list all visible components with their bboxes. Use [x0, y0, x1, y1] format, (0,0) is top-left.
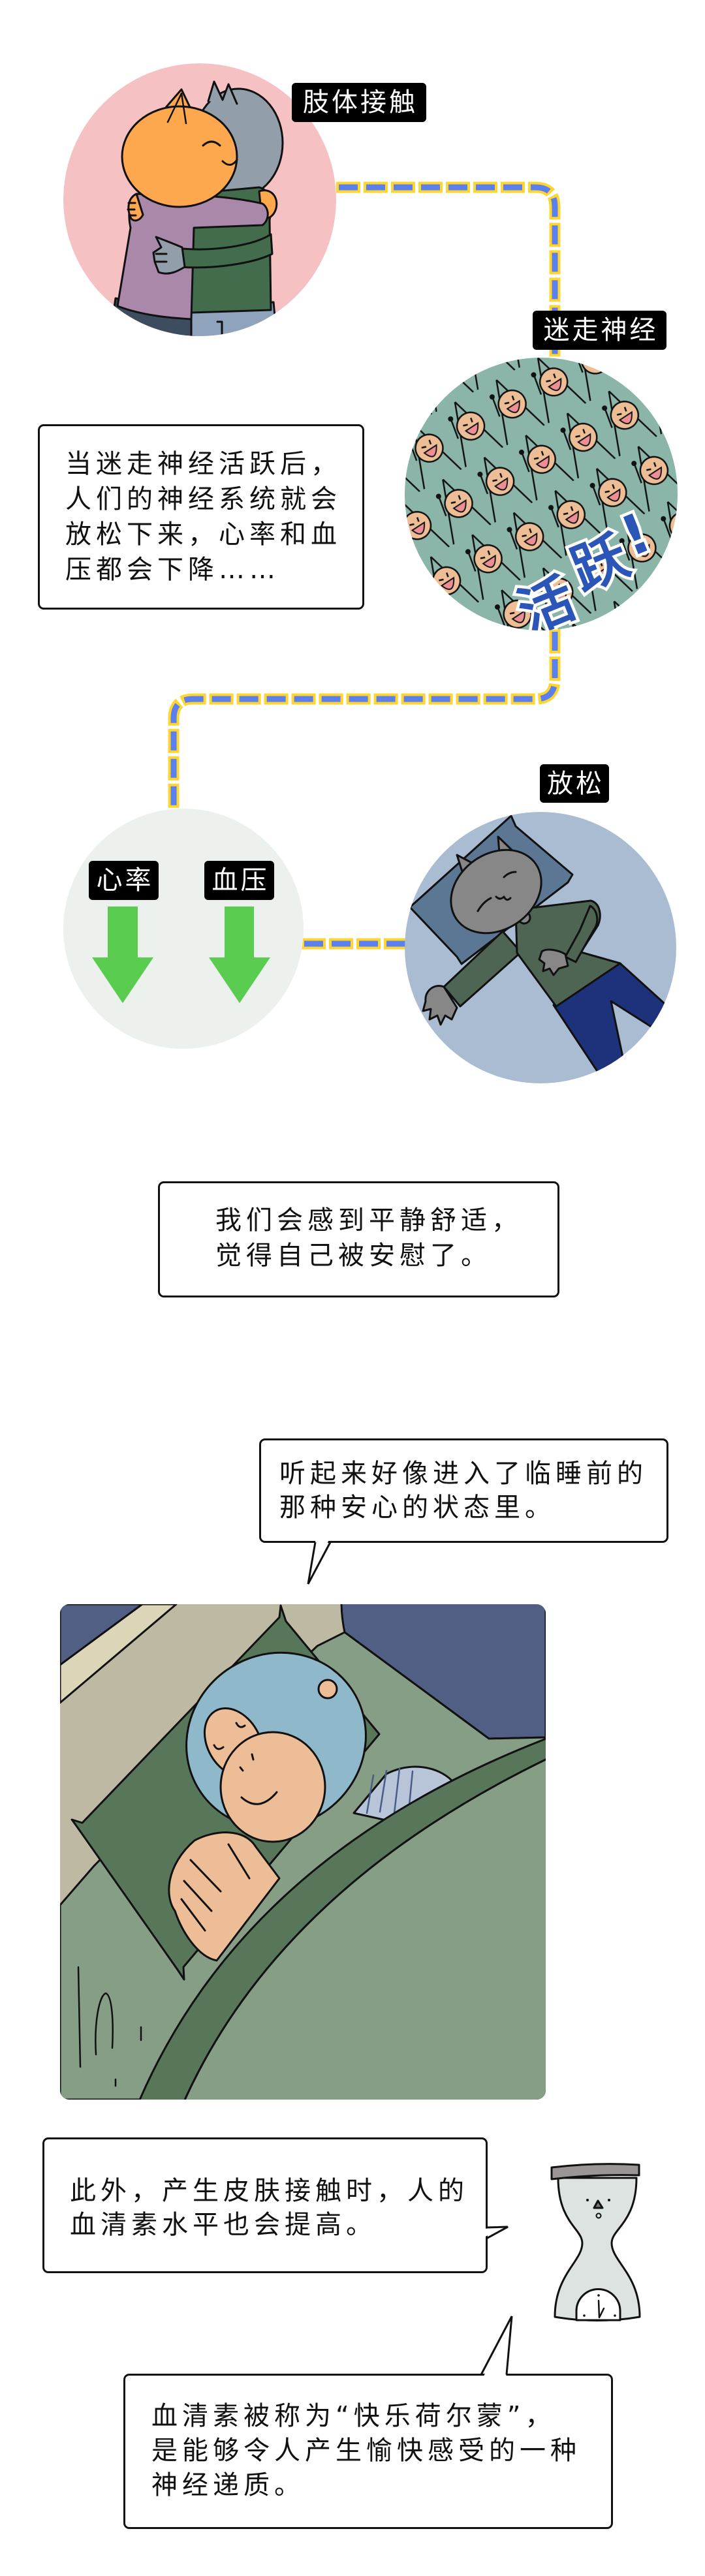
vitals-circle — [63, 809, 304, 1049]
green-arm-hug — [152, 233, 274, 275]
bubble-text: 听起来好像进入了临睡前的 那种安心的状态里。 — [279, 1457, 648, 1525]
caption-text: 当迷走神经活跃后， 人们的神经系统就会 放松下来，心率和血 压都会下降…… — [65, 446, 341, 587]
caption-line: 当迷走神经活跃后， — [65, 449, 341, 479]
bubble-line: 那种安心的状态里。 — [279, 1493, 556, 1523]
caption-comforted: 我们会感到平静舒适， 觉得自己被安慰了。 — [158, 1181, 559, 1297]
caption-line: 放松下来，心率和血 — [65, 520, 341, 550]
label-vagus-nerve: 迷走神经 — [533, 311, 666, 350]
orange-cat-head — [121, 88, 238, 208]
speech-bubble-tail — [307, 1538, 332, 1585]
connector-contact-to-vagus — [336, 181, 561, 359]
bubble-line: 血清素被称为“快乐荷尔蒙”， — [151, 2401, 556, 2431]
bubble-text: 此外，产生皮肤接触时，人的 血清素水平也会提高。 — [70, 2174, 469, 2242]
label-skin-contact: 肢体接触 — [292, 83, 426, 122]
caption-vagus-effect: 当迷走神经活跃后， 人们的神经系统就会 放松下来，心率和血 压都会下降…… — [38, 424, 364, 610]
lying-cat-body — [422, 899, 670, 1076]
caption-text: 我们会感到平静舒适， 觉得自己被安慰了。 — [215, 1203, 522, 1273]
arrow-down-icon — [92, 907, 153, 1003]
bubble-text: 血清素被称为“快乐荷尔蒙”， 是能够令人产生愉快感受的一种 神经递质。 — [151, 2399, 581, 2503]
lying-cat-head — [450, 835, 542, 935]
label-relax: 放松 — [540, 764, 609, 803]
label-blood-pressure: 血压 — [204, 861, 274, 900]
speech-bubble-serotonin-rise: 此外，产生皮肤接触时，人的 血清素水平也会提高。 — [42, 2137, 488, 2273]
label-heart-rate: 心率 — [89, 861, 159, 900]
arrow-down-icon — [209, 907, 270, 1003]
relax-illustration — [405, 812, 676, 1083]
sleeping-monkey — [168, 1651, 453, 1962]
bubble-line: 此外，产生皮肤接触时，人的 — [70, 2176, 469, 2206]
cheering-faces-pattern — [405, 358, 678, 630]
bubble-line: 血清素水平也会提高。 — [70, 2210, 377, 2240]
caption-line: 觉得自己被安慰了。 — [215, 1241, 492, 1271]
hourglass-cap — [550, 2163, 640, 2180]
vagus-crowd-illustration: 活 跃 ! — [405, 358, 678, 630]
bubble-line: 是能够令人产生愉快感受的一种 — [151, 2436, 581, 2466]
caption-line: 我们会感到平静舒适， — [215, 1205, 522, 1235]
speech-bubble-tail — [484, 2226, 509, 2240]
connector-vagus-to-vitals — [168, 629, 561, 811]
hourglass-character — [550, 2163, 641, 2321]
speech-bubble-sleep-state: 听起来好像进入了临睡前的 那种安心的状态里。 — [259, 1438, 668, 1543]
flow-connectors — [168, 181, 561, 950]
speech-bubble-tail — [480, 2316, 513, 2378]
bubble-line: 神经递质。 — [151, 2470, 305, 2500]
bubble-line: 听起来好像进入了临睡前的 — [279, 1459, 648, 1489]
hug-illustration — [63, 63, 336, 336]
sleeping-panel-illustration — [60, 1604, 546, 2100]
blanket — [182, 1756, 546, 2100]
caption-line: 人们的神经系统就会 — [65, 484, 341, 514]
caption-line: 压都会下降…… — [65, 555, 280, 585]
speech-bubble-serotonin-definition: 血清素被称为“快乐荷尔蒙”， 是能够令人产生愉快感受的一种 神经递质。 — [123, 2374, 613, 2529]
